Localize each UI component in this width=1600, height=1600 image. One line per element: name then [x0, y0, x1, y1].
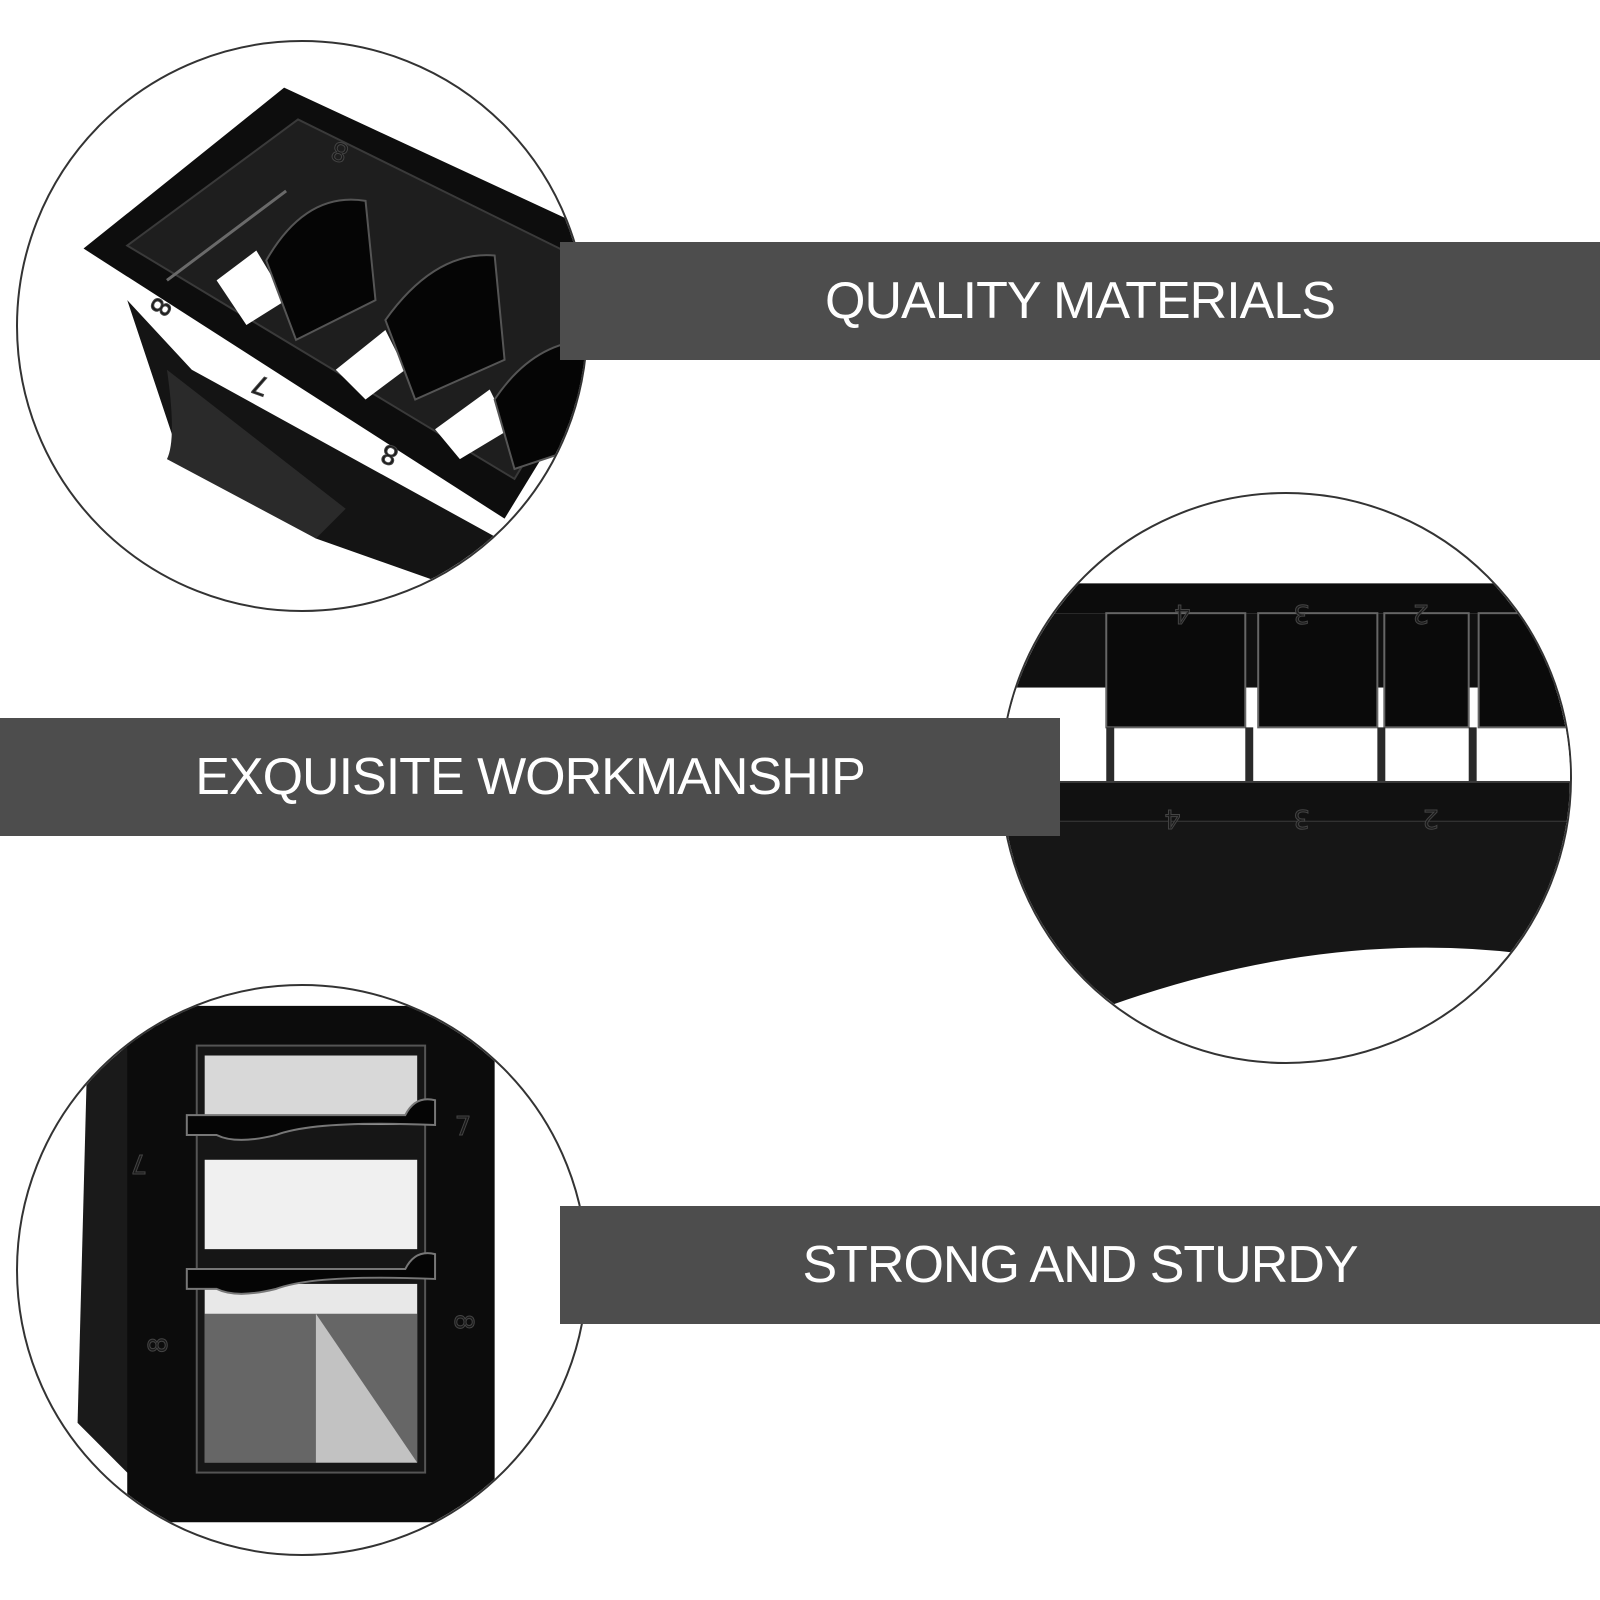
- product-closeup-front: 7 7 8 8: [16, 984, 588, 1556]
- slot-number: 4: [1174, 598, 1190, 628]
- slot-number: 8: [448, 1314, 478, 1330]
- slot-number: 2: [1413, 598, 1429, 628]
- slot-number: 7: [248, 367, 274, 401]
- feature-banner-quality: QUALITY MATERIALS: [560, 242, 1600, 360]
- slot-number: 4: [1164, 803, 1180, 833]
- holder-front-image: 7 7 8 8: [77, 1005, 495, 1523]
- slot-number: 3: [1293, 803, 1309, 833]
- feature-label: EXQUISITE WORKMANSHIP: [195, 748, 866, 806]
- product-closeup-angled: 8 8 7 8: [16, 40, 588, 612]
- slot-number: 3: [1293, 598, 1309, 628]
- feature-banner-sturdy: STRONG AND STURDY: [560, 1206, 1600, 1324]
- feature-label: STRONG AND STURDY: [802, 1236, 1358, 1294]
- feature-label: QUALITY MATERIALS: [825, 272, 1336, 330]
- feature-banner-workmanship: EXQUISITE WORKMANSHIP: [0, 718, 1060, 836]
- slot-number: 7: [455, 1112, 471, 1142]
- holder-side-image: 4 3 2 5 4 3 2: [1002, 583, 1570, 1051]
- product-closeup-side: 4 3 2 5 4 3 2: [1000, 492, 1572, 1064]
- slot-number: 8: [144, 1337, 174, 1353]
- holder-angled-image: 8 8 7 8: [83, 87, 586, 599]
- slot-number: 7: [131, 1148, 147, 1178]
- slot-number: 8: [377, 437, 403, 471]
- slot-number: 2: [1423, 803, 1439, 833]
